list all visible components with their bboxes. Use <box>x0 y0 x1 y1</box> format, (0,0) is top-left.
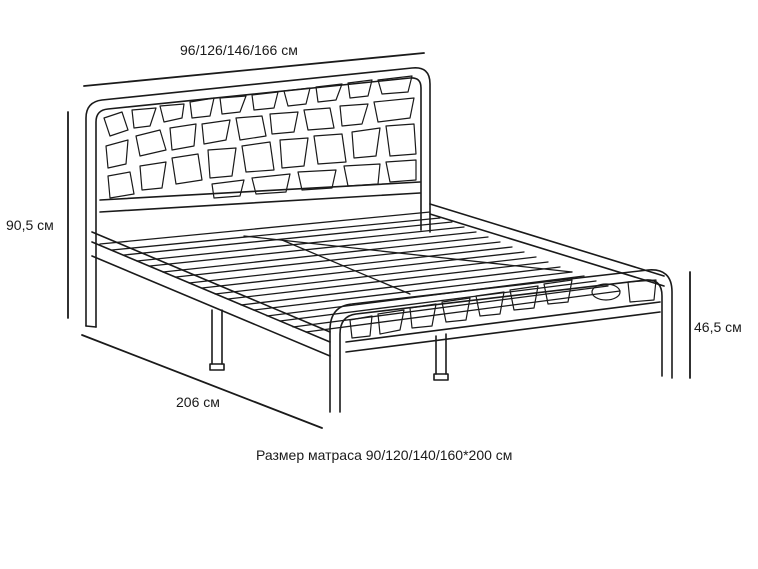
length-dimension-line <box>81 334 323 429</box>
bed-legs <box>85 309 449 381</box>
mattress-size-caption: Размер матраса 90/120/140/160*200 см <box>256 447 513 463</box>
footboard <box>329 269 673 413</box>
footboard-pattern <box>349 279 657 339</box>
footboard-height-label: 46,5 см <box>694 319 742 335</box>
bed-slats <box>99 211 621 333</box>
headboard <box>85 67 431 328</box>
length-dimension-label: 206 см <box>176 394 220 410</box>
width-dimension-line <box>83 52 425 87</box>
width-dimension-label: 96/126/146/166 см <box>180 42 298 58</box>
headboard-pattern <box>103 75 417 199</box>
headboard-height-label: 90,5 см <box>6 217 54 233</box>
